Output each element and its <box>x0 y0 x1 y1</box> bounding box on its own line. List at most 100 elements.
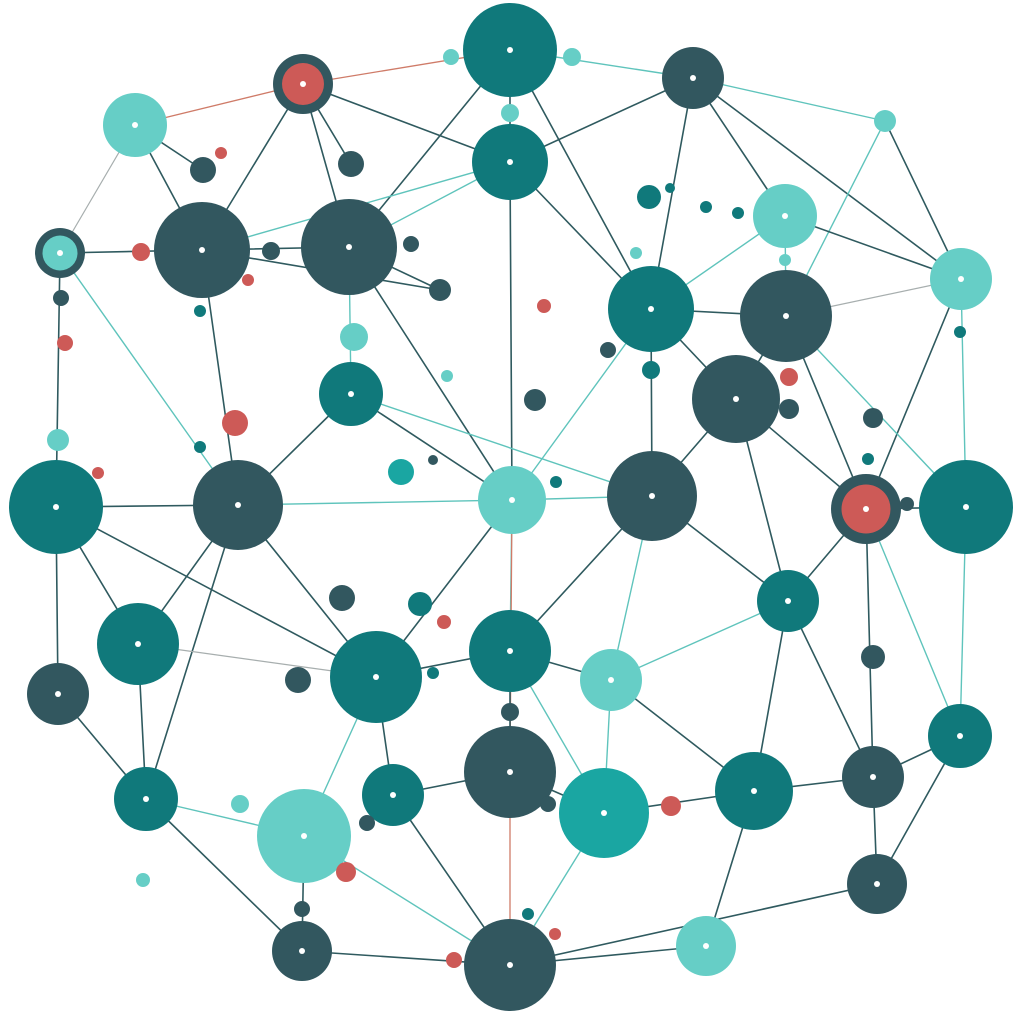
node-circle <box>900 497 914 511</box>
node-circle <box>441 370 453 382</box>
node-circle <box>408 592 432 616</box>
node-s42 <box>359 815 375 831</box>
edge-V-Z <box>610 600 789 681</box>
node-center-dot <box>346 244 352 250</box>
node-AF <box>715 752 793 830</box>
node-circle <box>429 279 451 301</box>
node-s27 <box>550 476 562 488</box>
node-center-dot <box>507 648 513 654</box>
node-T <box>831 474 901 544</box>
node-s36 <box>285 667 311 693</box>
node-s45 <box>294 901 310 917</box>
node-circle <box>600 342 616 358</box>
node-s52 <box>954 326 966 338</box>
node-center-dot <box>507 159 513 165</box>
node-center-dot <box>601 810 607 816</box>
node-s9 <box>403 236 419 252</box>
node-center-dot <box>507 47 513 53</box>
node-circle <box>780 368 798 386</box>
node-center-dot <box>782 213 788 219</box>
node-center-dot <box>135 641 141 647</box>
node-s11 <box>340 323 368 351</box>
node-X <box>330 631 422 723</box>
node-I <box>154 202 250 298</box>
node-circle <box>443 49 459 65</box>
node-center-dot <box>703 943 709 949</box>
node-center-dot <box>53 504 59 510</box>
node-s56 <box>665 183 675 193</box>
node-center-dot <box>301 833 307 839</box>
node-AD <box>362 764 424 826</box>
node-circle <box>700 201 712 213</box>
node-s37 <box>861 645 885 669</box>
node-O <box>692 355 780 443</box>
edge-D-F <box>692 77 886 122</box>
node-center-dot <box>751 788 757 794</box>
node-L <box>608 266 694 352</box>
node-s17 <box>537 299 551 313</box>
edge-J-R <box>348 246 513 501</box>
node-s44 <box>136 873 150 887</box>
node-M <box>740 270 832 362</box>
node-AG <box>842 746 904 808</box>
node-s8 <box>262 242 280 260</box>
node-circle <box>338 151 364 177</box>
node-circle <box>47 429 69 451</box>
node-center-dot <box>870 774 876 780</box>
node-AL <box>464 919 556 1011</box>
node-s4 <box>190 157 216 183</box>
node-C <box>103 93 167 157</box>
node-s47 <box>549 928 561 940</box>
node-circle <box>53 290 69 306</box>
node-circle <box>563 48 581 66</box>
node-circle <box>340 323 368 351</box>
node-center-dot <box>733 396 739 402</box>
node-s43 <box>336 862 356 882</box>
node-center-dot <box>783 313 789 319</box>
nodes-layer <box>9 3 1013 1011</box>
node-s50 <box>630 247 642 259</box>
node-AE <box>559 768 649 858</box>
node-circle <box>294 901 310 917</box>
node-s31 <box>862 453 874 465</box>
node-circle <box>92 467 104 479</box>
edge-N-S <box>350 393 653 497</box>
node-D <box>662 47 724 109</box>
node-s10 <box>429 279 451 301</box>
node-s14 <box>637 185 661 209</box>
node-s29 <box>779 399 799 419</box>
node-s12 <box>53 290 69 306</box>
node-circle <box>403 236 419 252</box>
node-center-dot <box>963 504 969 510</box>
edge-P-X <box>55 506 377 678</box>
node-s28 <box>780 368 798 386</box>
node-circle <box>540 796 556 812</box>
edge-A-L <box>509 49 652 310</box>
node-circle <box>428 455 438 465</box>
node-circle <box>501 703 519 721</box>
node-circle <box>262 242 280 260</box>
node-circle <box>194 441 206 453</box>
node-circle <box>136 873 150 887</box>
node-center-dot <box>874 881 880 887</box>
node-circle <box>329 585 355 611</box>
node-s1 <box>443 49 459 65</box>
node-circle <box>779 399 799 419</box>
node-center-dot <box>300 81 306 87</box>
node-center-dot <box>785 598 791 604</box>
node-circle <box>194 305 206 317</box>
node-circle <box>359 815 375 831</box>
node-s41 <box>231 795 249 813</box>
node-N <box>319 362 383 426</box>
node-center-dot <box>143 796 149 802</box>
node-center-dot <box>690 75 696 81</box>
node-center-dot <box>199 247 205 253</box>
node-circle <box>732 207 744 219</box>
node-circle <box>863 408 883 428</box>
node-s16 <box>732 207 744 219</box>
node-s25 <box>388 459 414 485</box>
node-E <box>472 124 548 200</box>
node-s3 <box>501 104 519 122</box>
node-s48 <box>446 952 462 968</box>
